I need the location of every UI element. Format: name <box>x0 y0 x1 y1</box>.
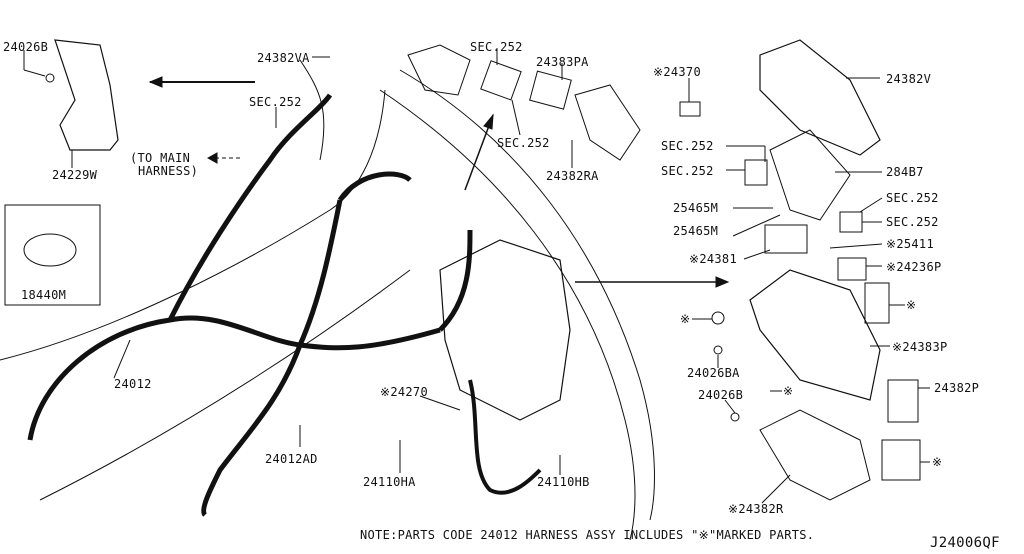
part-24381 <box>764 224 808 254</box>
cover-24382va <box>407 44 471 96</box>
part-24382p <box>887 379 919 423</box>
cover-24382v <box>759 39 881 156</box>
label-24012ad: 24012AD <box>265 452 318 466</box>
fuse-box-assembly <box>439 239 571 421</box>
cover-24382ra <box>574 84 641 161</box>
part-star-bottom <box>881 439 921 481</box>
part-18440m <box>23 233 77 267</box>
label-24110ha: 24110HA <box>363 475 416 489</box>
label-to-main-harness: (TO MAIN <box>130 151 191 165</box>
label-24026b: 24026B <box>698 388 744 402</box>
label-24026ba: 24026BA <box>687 366 740 380</box>
block-284b7 <box>769 129 851 221</box>
label-sec252: SEC.252 <box>661 139 714 153</box>
label-24110hb: 24110HB <box>537 475 590 489</box>
body-curve <box>399 69 655 521</box>
body-curve <box>39 269 411 501</box>
label-24382v: 24382V <box>886 72 932 86</box>
label-sec252: SEC.252 <box>497 136 550 150</box>
label-24026b: 24026B <box>3 40 49 54</box>
leader-lines <box>23 48 930 504</box>
label-25465m: 25465M <box>673 201 719 215</box>
body-curve <box>379 89 636 541</box>
part-star-top <box>864 282 890 324</box>
label-24229w: 24229W <box>52 168 98 182</box>
label-24382p: 24382P <box>934 381 980 395</box>
label-24236p: ※24236P <box>886 260 942 274</box>
label-24381: ※24381 <box>689 252 737 266</box>
label-sec252: SEC.252 <box>661 164 714 178</box>
label-sec252: SEC.252 <box>249 95 302 109</box>
nut-24026b <box>45 73 55 83</box>
body-curve <box>0 89 386 361</box>
part-24370 <box>679 101 701 117</box>
relay-sec252-left <box>744 159 768 186</box>
case-24383p <box>749 269 881 401</box>
label-24270: ※24270 <box>380 385 428 399</box>
label-24383pa: 24383PA <box>536 55 589 69</box>
body-curve <box>299 59 325 161</box>
label-24370: ※24370 <box>653 65 701 79</box>
block-24383pa <box>529 70 572 110</box>
bracket-24229w <box>54 39 119 151</box>
label-24382va: 24382VA <box>257 51 310 65</box>
label-sec252: SEC.252 <box>886 191 939 205</box>
label-sec252: SEC.252 <box>886 215 939 229</box>
label-to-main-harness: HARNESS) <box>138 164 199 178</box>
lower-case-24382r <box>759 409 871 501</box>
label-24382ra: 24382RA <box>546 169 599 183</box>
label-284b7: 284B7 <box>886 165 924 179</box>
part-24236p <box>837 257 867 281</box>
label-star: ※ <box>783 384 794 398</box>
label-24382r: ※24382R <box>728 502 784 516</box>
label-star: ※ <box>906 298 917 312</box>
box-18440m <box>4 204 101 306</box>
diagram-code: J24006QF <box>930 535 1000 551</box>
label-25411: ※25411 <box>886 237 934 251</box>
label-star: ※ <box>932 455 943 469</box>
label-18440m: 18440M <box>21 288 67 302</box>
relay-sec252-right <box>839 211 863 233</box>
harness-24012 <box>27 93 473 517</box>
footnote: NOTE:PARTS CODE 24012 HARNESS ASSY INCLU… <box>360 528 815 542</box>
label-star: ※ <box>680 312 691 326</box>
label-24012: 24012 <box>114 377 152 391</box>
label-sec252: SEC.252 <box>470 40 523 54</box>
label-24383p: ※24383P <box>892 340 948 354</box>
relay-sec252 <box>480 60 522 101</box>
harness-24270 <box>468 379 542 495</box>
label-25465m: 25465M <box>673 224 719 238</box>
